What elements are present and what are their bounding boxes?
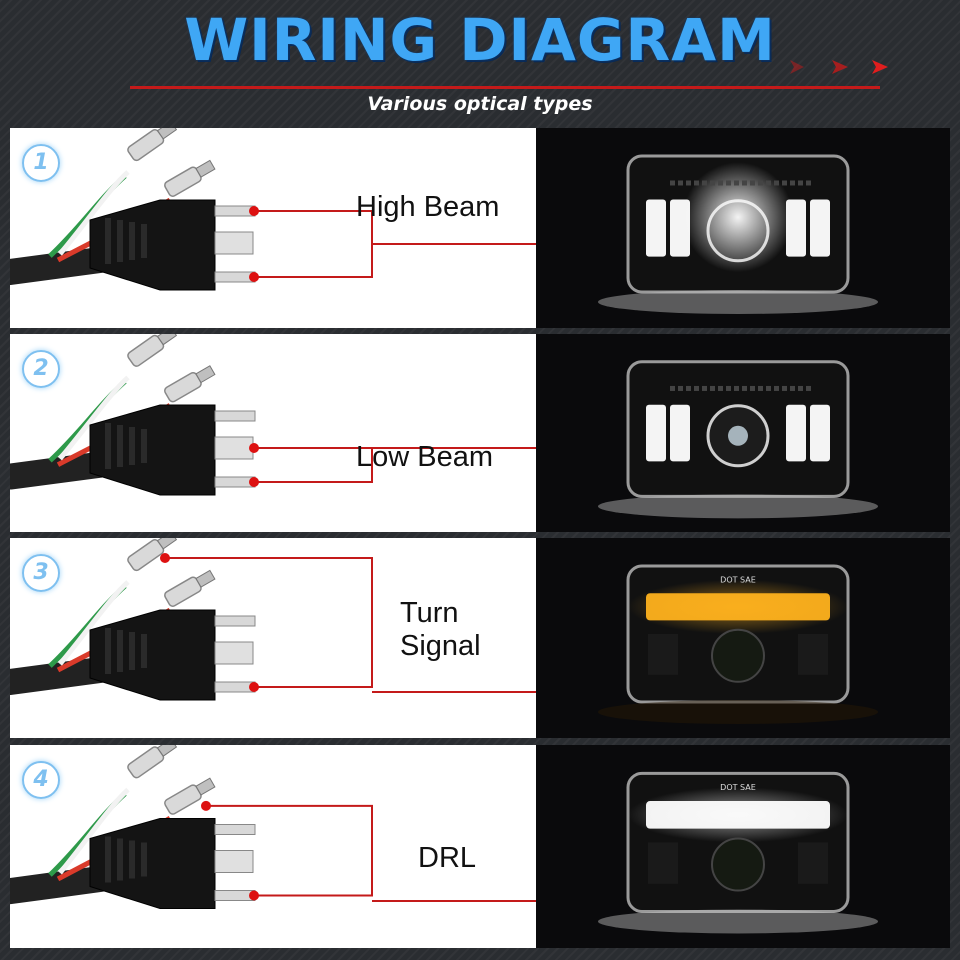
spade-terminal (127, 538, 178, 572)
subtitle: Various optical types (367, 93, 593, 115)
plug-pin (214, 615, 256, 627)
beam-glow (628, 579, 848, 634)
light-reflection (598, 290, 878, 314)
plug-pin (214, 824, 256, 835)
plug-pin (214, 436, 254, 460)
wiring-drawing (10, 538, 536, 701)
cable (10, 865, 113, 905)
light-reflection (598, 494, 878, 519)
spade-terminal (164, 365, 216, 403)
drl-block (810, 199, 830, 257)
plug-pin (214, 850, 254, 873)
wiring-panel: 2 Low Beam (10, 334, 536, 532)
wiring-drawing (10, 128, 536, 291)
lamp-photo: DOT SAE (536, 745, 950, 948)
step-number: 1 (22, 144, 60, 182)
step-number: 3 (22, 554, 60, 592)
wiring-panel: 4 DRL (10, 745, 536, 948)
connection-dot (249, 890, 259, 901)
drl-block (798, 842, 828, 884)
headlight-drawing (598, 360, 878, 519)
connection-dot (249, 206, 259, 216)
headlight-drawing (598, 154, 878, 314)
function-label: Turn (400, 597, 459, 629)
drl-block (798, 634, 828, 675)
beam-glow (628, 787, 848, 843)
drl-block (648, 634, 678, 675)
wire (58, 375, 130, 461)
light-reflection (598, 700, 878, 724)
connection-dot (249, 443, 259, 453)
lamp-photo: DOT SAE (536, 538, 950, 738)
red-wire-line (165, 557, 373, 688)
step-number: 4 (22, 761, 60, 799)
headlight-drawing: DOT SAE (598, 564, 878, 724)
plug-pin (214, 231, 254, 255)
red-arrows-icon (790, 60, 888, 74)
spade-terminal (164, 159, 216, 197)
connection-dot (201, 800, 211, 811)
spade-terminal (164, 569, 216, 607)
spade-terminal (164, 777, 216, 815)
lamp-photo (536, 128, 950, 328)
title-underline (130, 86, 880, 89)
projector-lens (711, 837, 765, 892)
spade-terminal (127, 334, 178, 367)
spade-terminal (127, 128, 178, 162)
page-title: WIRING DIAGRAM (184, 6, 776, 74)
red-wire-line (254, 447, 373, 483)
row-low-beam: 2 Low Beam (10, 334, 950, 532)
row-high-beam: 1 High Beam (10, 128, 950, 328)
light-reflection (598, 909, 878, 934)
drl-block (670, 404, 690, 462)
drl-block (648, 842, 678, 884)
cable (10, 657, 113, 695)
connection-dot (249, 682, 259, 692)
headlight-drawing: DOT SAE (598, 771, 878, 934)
wiring-panel: 3 Turn Signal (10, 538, 536, 738)
function-label: DRL (418, 842, 477, 874)
connection-dot (160, 553, 170, 563)
drl-block (646, 199, 666, 257)
connection-dot (249, 477, 259, 487)
step-number: 2 (22, 350, 60, 388)
drl-block (810, 404, 830, 462)
spade-terminal (127, 745, 178, 779)
function-label: Low Beam (356, 441, 494, 473)
plug-pin (214, 410, 256, 422)
lamp-photo (536, 334, 950, 532)
red-wire-line (254, 210, 373, 278)
projector-lens (711, 628, 765, 683)
beam-glow (683, 162, 793, 273)
wiring-drawing (10, 334, 536, 496)
row-turn-signal: 3 Turn Signal DOT SAE (10, 538, 950, 738)
row-drl: 4 DRL DOT SAE (10, 745, 950, 948)
wire (58, 787, 130, 875)
lamp-marking: DOT SAE (720, 575, 756, 584)
red-wire-line (206, 804, 373, 897)
beam-glow (728, 425, 748, 446)
plug-pin (214, 641, 254, 665)
drl-block (646, 404, 666, 462)
wire (58, 170, 130, 256)
drl-block (786, 404, 806, 462)
header: WIRING DIAGRAM Various optical types (0, 0, 960, 128)
function-label: High Beam (356, 191, 500, 223)
lamp-marking: DOT SAE (720, 783, 756, 792)
wiring-drawing (10, 745, 536, 909)
cable (10, 247, 113, 285)
connection-dot (249, 272, 259, 282)
function-label: Signal (400, 630, 481, 662)
wire (58, 580, 130, 666)
cable (10, 451, 113, 490)
wiring-panel: 1 High Beam (10, 128, 536, 328)
